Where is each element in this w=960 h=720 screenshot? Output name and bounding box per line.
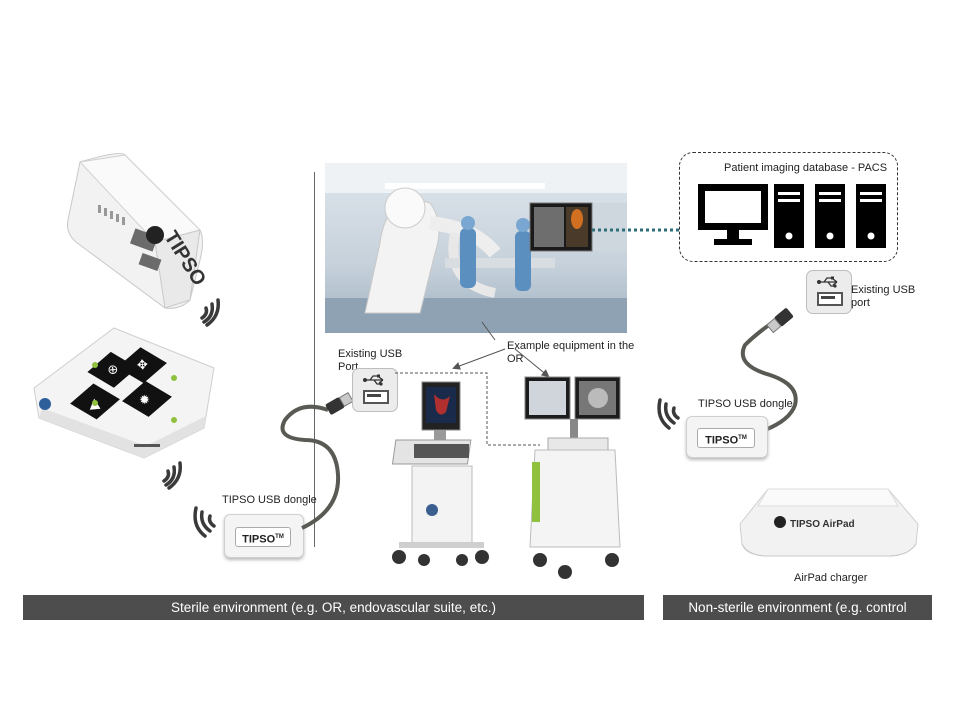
- tipso-usb-dongle-right: TIPSOTM: [686, 416, 768, 458]
- svg-text:⊕: ⊕: [107, 362, 119, 378]
- pacs-database-box: [679, 152, 898, 262]
- tm-mark-left: TM: [275, 534, 284, 540]
- operating-room-photo: [325, 163, 627, 333]
- dongle-label-right: TIPSO USB dongle: [698, 398, 793, 410]
- svg-text:✹: ✹: [139, 393, 151, 409]
- wireless-signal-icon: [193, 506, 216, 538]
- wireless-signal-icon: [657, 398, 680, 430]
- ultrasound-cart: [391, 381, 489, 566]
- usb-port-left: [352, 368, 398, 412]
- usb-icon: [817, 276, 838, 288]
- server-tower-icon: [815, 184, 845, 248]
- wireless-signal-icon: [162, 461, 183, 490]
- usb-port-label-right: Existing USB port: [851, 284, 916, 309]
- tipso-device-top: TIPSO: [67, 153, 210, 309]
- usb-port-right: [806, 270, 852, 314]
- server-tower-icon: [856, 184, 886, 248]
- tm-mark-right: TM: [738, 435, 747, 441]
- workstation-cart: [524, 376, 621, 579]
- tipso-logo-right: TIPSO: [705, 434, 739, 447]
- svg-text:✥: ✥: [136, 358, 148, 374]
- tipso-airpad-device: ⊕ ✥ ▲ ✹: [33, 327, 215, 459]
- airpad-charger: TIPSO AirPad: [739, 488, 919, 557]
- monitor-icon: [698, 184, 768, 245]
- dongle-label-left: TIPSO USB dongle: [222, 494, 317, 506]
- wireless-signal-icon: [200, 298, 221, 327]
- server-tower-icon: [774, 184, 804, 248]
- sterile-divider-line: [314, 172, 315, 547]
- pacs-title: Patient imaging database - PACS: [724, 162, 888, 174]
- tipso-logo-left: TIPSO: [242, 533, 276, 546]
- sterile-environment-bar: Sterile environment (e.g. OR, endovascul…: [23, 595, 644, 620]
- usb-icon: [363, 374, 384, 386]
- airpad-logo: TIPSO AirPad: [790, 519, 855, 530]
- tipso-usb-dongle-left: TIPSOTM: [224, 514, 304, 558]
- nonsterile-environment-bar: Non-sterile environment (e.g. control: [663, 595, 932, 620]
- example-equipment-label: Example equipment in the OR: [507, 340, 635, 365]
- charger-label: AirPad charger: [794, 572, 868, 584]
